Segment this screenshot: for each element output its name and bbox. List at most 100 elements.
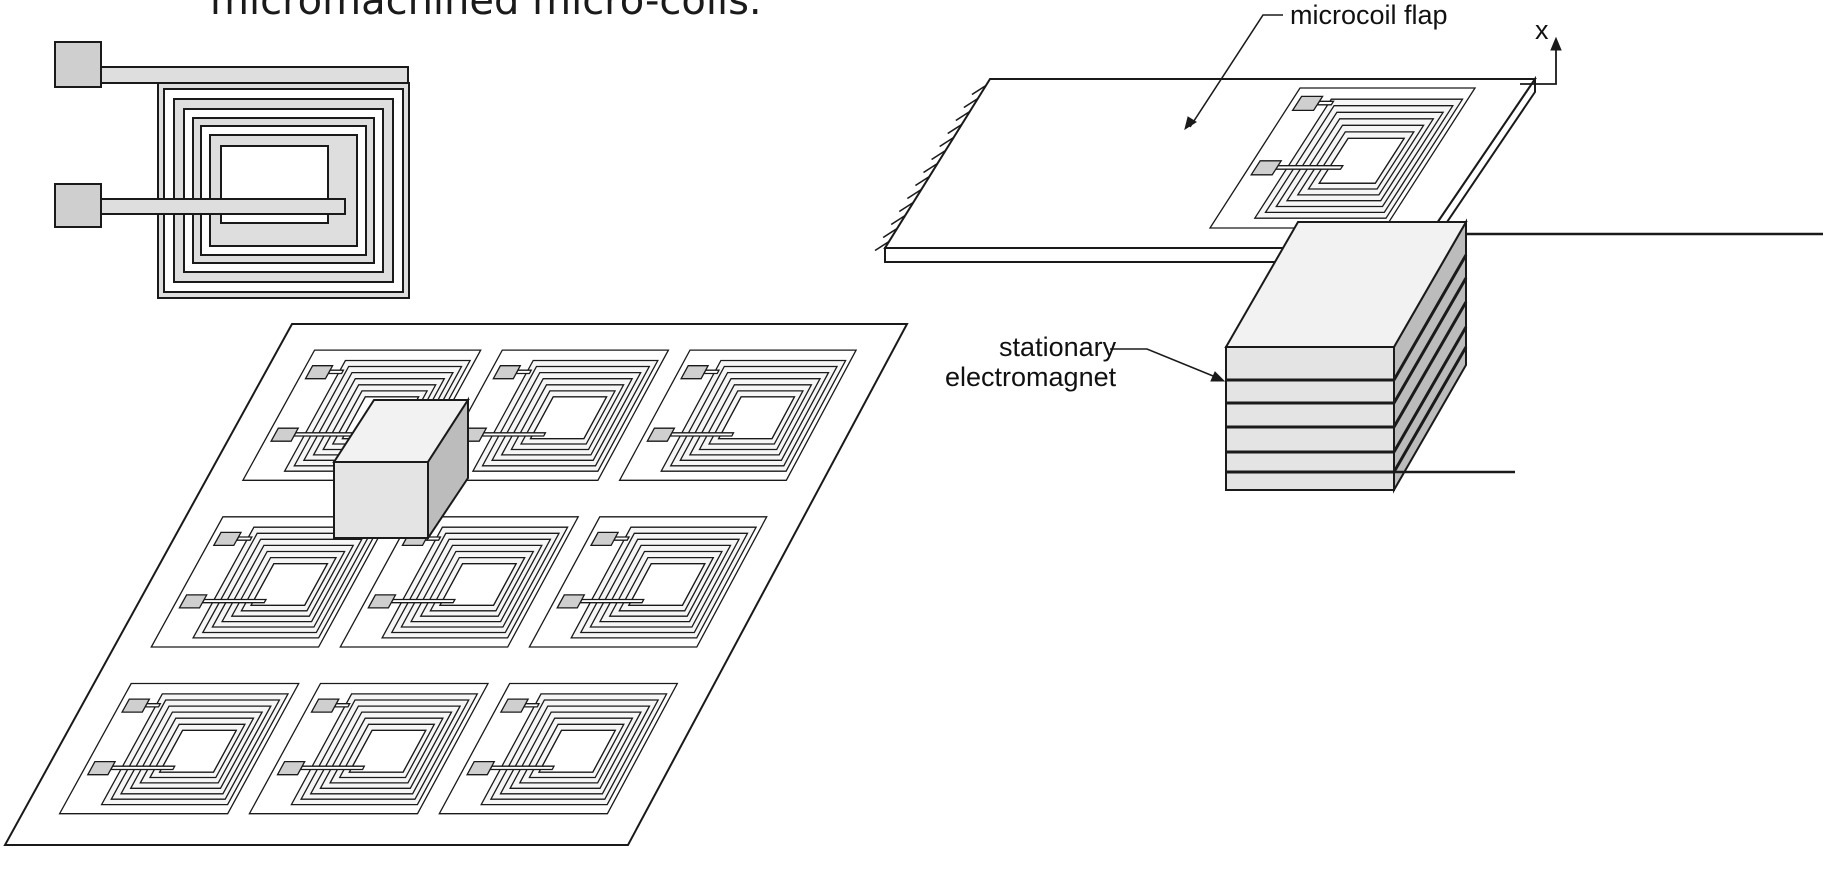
- coil-turn: [329, 717, 444, 784]
- coil-bond-pad: [492, 365, 522, 380]
- label-stationary-electromagnet: stationary electromagnet: [945, 332, 1116, 392]
- coil-turn: [528, 723, 625, 779]
- coil-turn: [240, 556, 338, 612]
- microcoil-flap-assembly: [874, 14, 1562, 266]
- clamp-hatch: [923, 162, 938, 174]
- clamp-hatch: [931, 149, 947, 161]
- coil-lead-outer: [612, 536, 631, 541]
- flap-coil: [1208, 87, 1477, 229]
- coil-lead-inner: [292, 432, 359, 437]
- coil-turn: [589, 538, 741, 628]
- clamp-hatch: [971, 84, 987, 96]
- coil-lead-outer: [702, 369, 721, 375]
- clamp-hatch: [882, 227, 898, 239]
- coil-turn: [400, 538, 552, 628]
- coil-bond-pad: [1250, 160, 1283, 176]
- coil-center-window: [538, 729, 617, 773]
- coil-lead-inner: [480, 432, 547, 437]
- coil-bond-pad: [304, 365, 334, 380]
- label-microcoil-flap: microcoil flap: [1290, 0, 1448, 30]
- coil-bond-pad: [269, 427, 300, 442]
- label-electromagnet-line1: stationary: [999, 332, 1117, 362]
- coil-center-window: [529, 396, 608, 440]
- clamp-hatch: [914, 175, 930, 187]
- coil-turn: [491, 371, 642, 461]
- clamp-hatch: [955, 110, 971, 122]
- coil-bond-pad: [499, 698, 530, 713]
- coil-lead-inner: [1274, 165, 1345, 170]
- em-winding-line: [1392, 301, 1468, 428]
- magnet-block-front: [333, 461, 429, 539]
- coil-turn: [319, 711, 453, 789]
- coil-turn: [519, 390, 617, 445]
- coil-turn: [708, 390, 804, 445]
- coil-lead-inner: [201, 598, 268, 604]
- coil-turn: [500, 378, 634, 456]
- coil-bond-pad: [178, 594, 208, 609]
- em-front-face: [1225, 346, 1395, 491]
- coil-turn: [679, 371, 830, 461]
- flap-leader-line: [1189, 14, 1283, 128]
- coil-bond-pad: [310, 698, 340, 713]
- coil-lead-inner: [109, 765, 176, 771]
- coil-turn: [419, 550, 535, 617]
- coil-turn: [1275, 111, 1445, 208]
- coil-turn: [119, 705, 272, 795]
- coil-turn: [618, 556, 715, 612]
- coil-array-substrate: [3, 323, 909, 846]
- coil-bond-pad: [367, 594, 397, 609]
- coil-bond-pad: [54, 183, 102, 228]
- stationary-electromagnet-stack: [1110, 218, 1823, 494]
- coil-turn: [230, 550, 346, 617]
- coil-turn: [211, 538, 363, 628]
- array-coil-r3c3: [438, 682, 679, 815]
- axis-x-marker: [1520, 46, 1557, 85]
- coil-center-window: [158, 729, 238, 773]
- coil-lead-outer: [515, 369, 533, 375]
- coil-turn: [410, 544, 543, 623]
- coil-center-window: [438, 563, 518, 606]
- coil-turn: [499, 705, 651, 795]
- coil-turn: [129, 711, 264, 789]
- planar-coil-topview: [54, 41, 410, 299]
- array-coil-r3c1: [58, 682, 300, 815]
- array-coil-r1c3: [618, 349, 858, 481]
- clamp-hatch: [898, 201, 914, 213]
- coil-bond-pad: [120, 698, 151, 713]
- clamp-hatch: [963, 97, 979, 109]
- coil-bond-pad: [86, 760, 117, 776]
- coil-turn: [139, 717, 255, 784]
- clamp-hatch: [939, 136, 955, 148]
- coil-center-window: [717, 396, 796, 440]
- em-leader-arrowhead: [1210, 371, 1226, 382]
- coil-turn: [221, 544, 355, 623]
- clamp-hatch: [947, 123, 963, 135]
- em-winding-line: [1392, 326, 1468, 453]
- label-axis-x: x: [1535, 15, 1549, 45]
- array-coil-r2c2: [339, 516, 580, 648]
- coil-lead-inner: [489, 765, 556, 771]
- coil-turn: [429, 556, 526, 612]
- coil-center-window: [348, 729, 427, 773]
- coil-turn: [1285, 118, 1435, 202]
- coil-center-window: [627, 563, 706, 606]
- coil-bond-pad: [1291, 95, 1324, 112]
- array-coil-r3c2: [248, 682, 490, 815]
- coil-turn: [698, 384, 813, 451]
- coil-turn: [1264, 105, 1454, 214]
- coil-turn: [518, 717, 634, 784]
- coil-turn: [148, 723, 246, 779]
- clamp-hatch: [890, 214, 906, 226]
- coil-lead-inner: [578, 598, 645, 604]
- coil-lead-inner: [299, 765, 366, 771]
- coil-turn: [309, 705, 462, 795]
- coil-bond-pad: [589, 531, 620, 547]
- coil-lead-inner: [668, 432, 735, 437]
- coil-bond-pad: [54, 41, 102, 88]
- em-leader-line: [1110, 348, 1219, 379]
- coil-bond-pad: [680, 365, 710, 380]
- coil-center-window: [250, 563, 329, 606]
- clamp-hatch: [906, 188, 922, 200]
